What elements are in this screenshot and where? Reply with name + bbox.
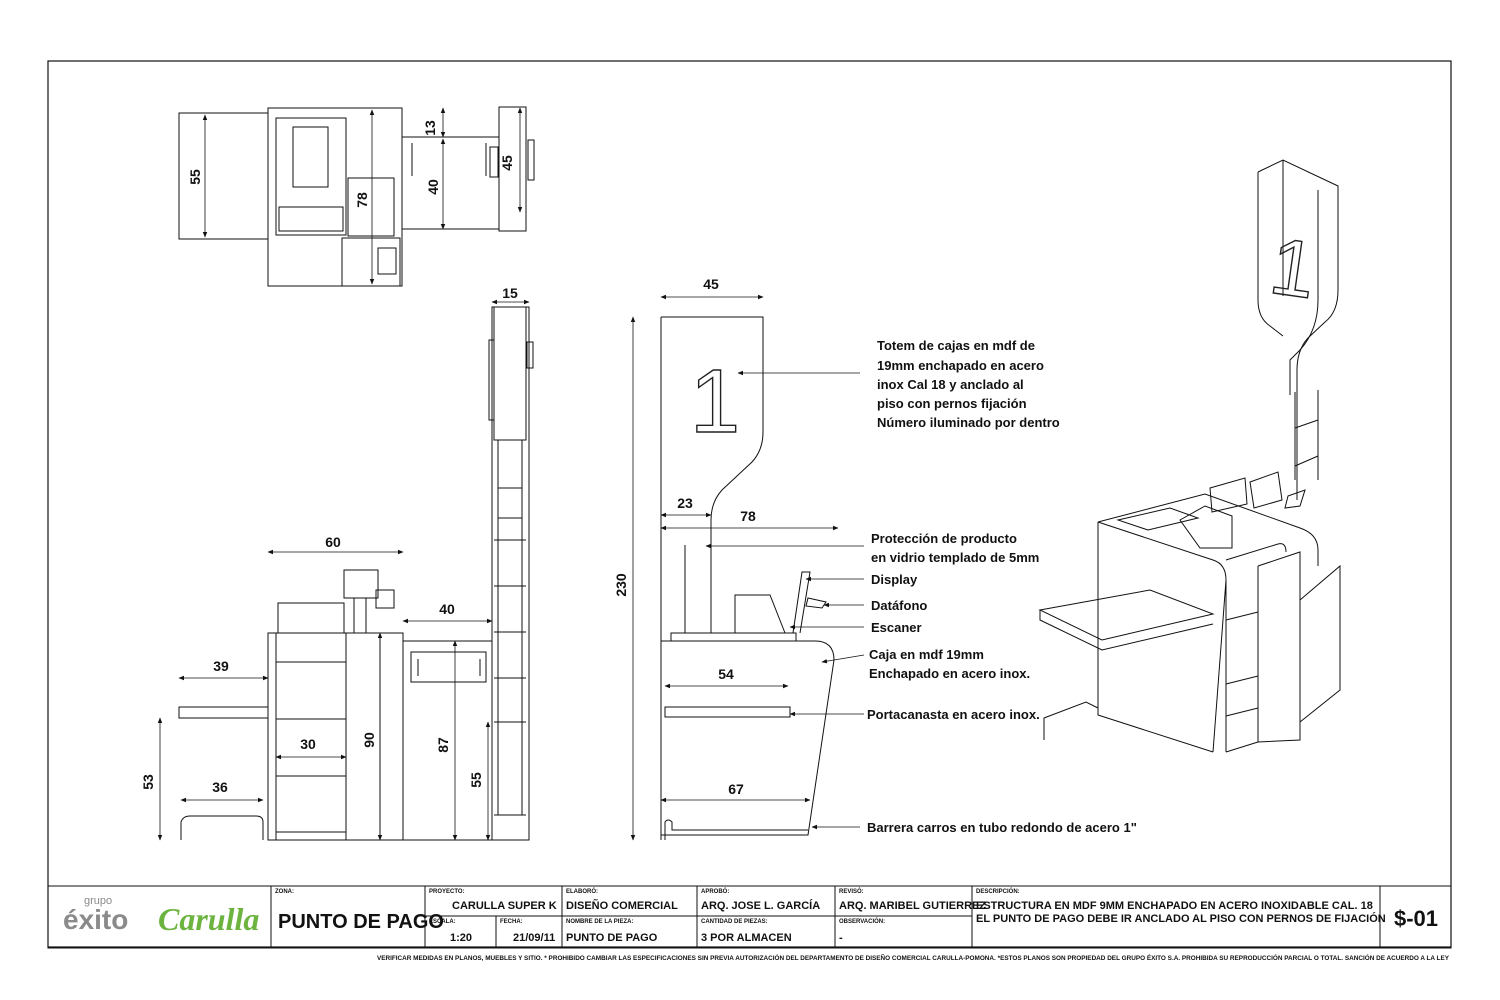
dim-top-40: 40 (425, 179, 441, 195)
top-plan-view (178, 106, 535, 287)
top-plan-dimensions (202, 107, 523, 285)
logo-carulla-text: Carulla (158, 901, 259, 937)
note-totem-line-2: 19mm enchapado en acero (877, 358, 1044, 373)
descripcion-line-1: ESTRUCTURA EN MDF 9MM ENCHAPADO EN ACERO… (976, 900, 1373, 912)
note-proteccion-line-2: en vidrio templado de 5mm (871, 550, 1039, 565)
observacion-value: - (839, 932, 843, 944)
zona-value: PUNTO DE PAGO (278, 911, 444, 933)
dim-front-90: 90 (361, 732, 377, 748)
front-elevation-dimensions (157, 299, 530, 841)
dim-top-13: 13 (422, 120, 438, 136)
dim-front-40: 40 (439, 601, 455, 617)
dim-front-39: 39 (213, 658, 229, 674)
reviso-label: REVISÓ: (839, 887, 864, 895)
note-escaner: Escaner (871, 620, 922, 635)
note-caja-line-1: Caja en mdf 19mm (869, 647, 984, 662)
footer-note: VERIFICAR MEDIDAS EN PLANOS, MUEBLES Y S… (377, 953, 1450, 962)
cantidad-label: CANTIDAD DE PIEZAS: (701, 919, 768, 925)
aprobo-value: ARQ. JOSE L. GARCÍA (701, 899, 820, 912)
callout-leaders (705, 370, 865, 830)
totem-number-iso: 1 (1265, 221, 1321, 315)
dim-front-53: 53 (140, 774, 156, 790)
note-proteccion-line-1: Protección de producto (871, 531, 1017, 546)
cantidad-value: 3 POR ALMACEN (701, 932, 792, 944)
logo-exito-text: éxito (63, 904, 128, 935)
dim-side-67: 67 (728, 781, 744, 797)
dim-side-78: 78 (740, 508, 756, 524)
title-block (47, 885, 1452, 949)
note-datafono: Datáfono (871, 598, 927, 613)
dim-front-87: 87 (435, 737, 451, 753)
escala-label: ESCALA: (429, 919, 456, 925)
dim-side-45: 45 (703, 276, 719, 292)
note-portacanasta: Portacanasta en acero inox. (867, 707, 1040, 722)
isometric-view (1038, 159, 1341, 753)
nombre-pieza-value: PUNTO DE PAGO (566, 932, 658, 944)
note-totem-line-3: inox Cal 18 y anclado al (877, 377, 1024, 392)
dim-side-230: 230 (613, 573, 629, 597)
note-totem: Totem de cajas en mdf de 19mm enchapado … (877, 338, 1060, 430)
elaboro-label: ELABORÓ: (566, 887, 598, 895)
nombre-pieza-label: NOMBRE DE LA PIEZA: (566, 919, 633, 925)
side-elevation (660, 316, 835, 840)
aprobo-label: APROBÓ: (701, 887, 729, 895)
side-elevation-dimensions (630, 294, 839, 841)
plano-code: $-01 (1394, 906, 1438, 931)
note-totem-line-1: Totem de cajas en mdf de (877, 338, 1035, 353)
dim-front-36: 36 (212, 779, 228, 795)
dim-top-55: 55 (187, 169, 203, 185)
fecha-label: FECHA: (500, 919, 523, 925)
reviso-value: ARQ. MARIBEL GUTIERREZ (839, 900, 986, 912)
dim-side-54: 54 (718, 666, 734, 682)
descripcion-label: DESCRIPCIÓN: (976, 887, 1020, 895)
note-display: Display (871, 572, 918, 587)
totem-number-side: 1 (690, 352, 740, 452)
sheet-border (47, 60, 1452, 948)
elaboro-value: DISEÑO COMERCIAL (566, 899, 678, 912)
dim-front-55: 55 (468, 772, 484, 788)
note-barrera: Barrera carros en tubo redondo de acero … (867, 820, 1137, 835)
observacion-label: OBSERVACIÓN: (839, 917, 885, 925)
note-totem-line-4: piso con pernos fijación (877, 396, 1027, 411)
proyecto-label: PROYECTO: (429, 889, 465, 895)
logo-grupo-text: grupo (84, 895, 112, 907)
dim-top-78: 78 (354, 192, 370, 208)
descripcion-line-2: EL PUNTO DE PAGO DEBE IR ANCLADO AL PISO… (976, 912, 1386, 925)
proyecto-value: CARULLA SUPER K (452, 900, 557, 912)
escala-value: 1:20 (450, 932, 472, 944)
dim-front-60: 60 (325, 534, 341, 550)
dim-front-15: 15 (502, 285, 518, 301)
zona-label: ZONA: (275, 889, 294, 895)
dim-side-23: 23 (677, 495, 693, 511)
front-elevation (178, 306, 534, 841)
note-totem-line-5: Número iluminado por dentro (877, 415, 1060, 430)
dim-front-30: 30 (300, 736, 316, 752)
dim-top-45: 45 (499, 155, 515, 171)
note-caja-line-2: Enchapado en acero inox. (869, 666, 1030, 681)
fecha-value: 21/09/11 (513, 932, 555, 944)
